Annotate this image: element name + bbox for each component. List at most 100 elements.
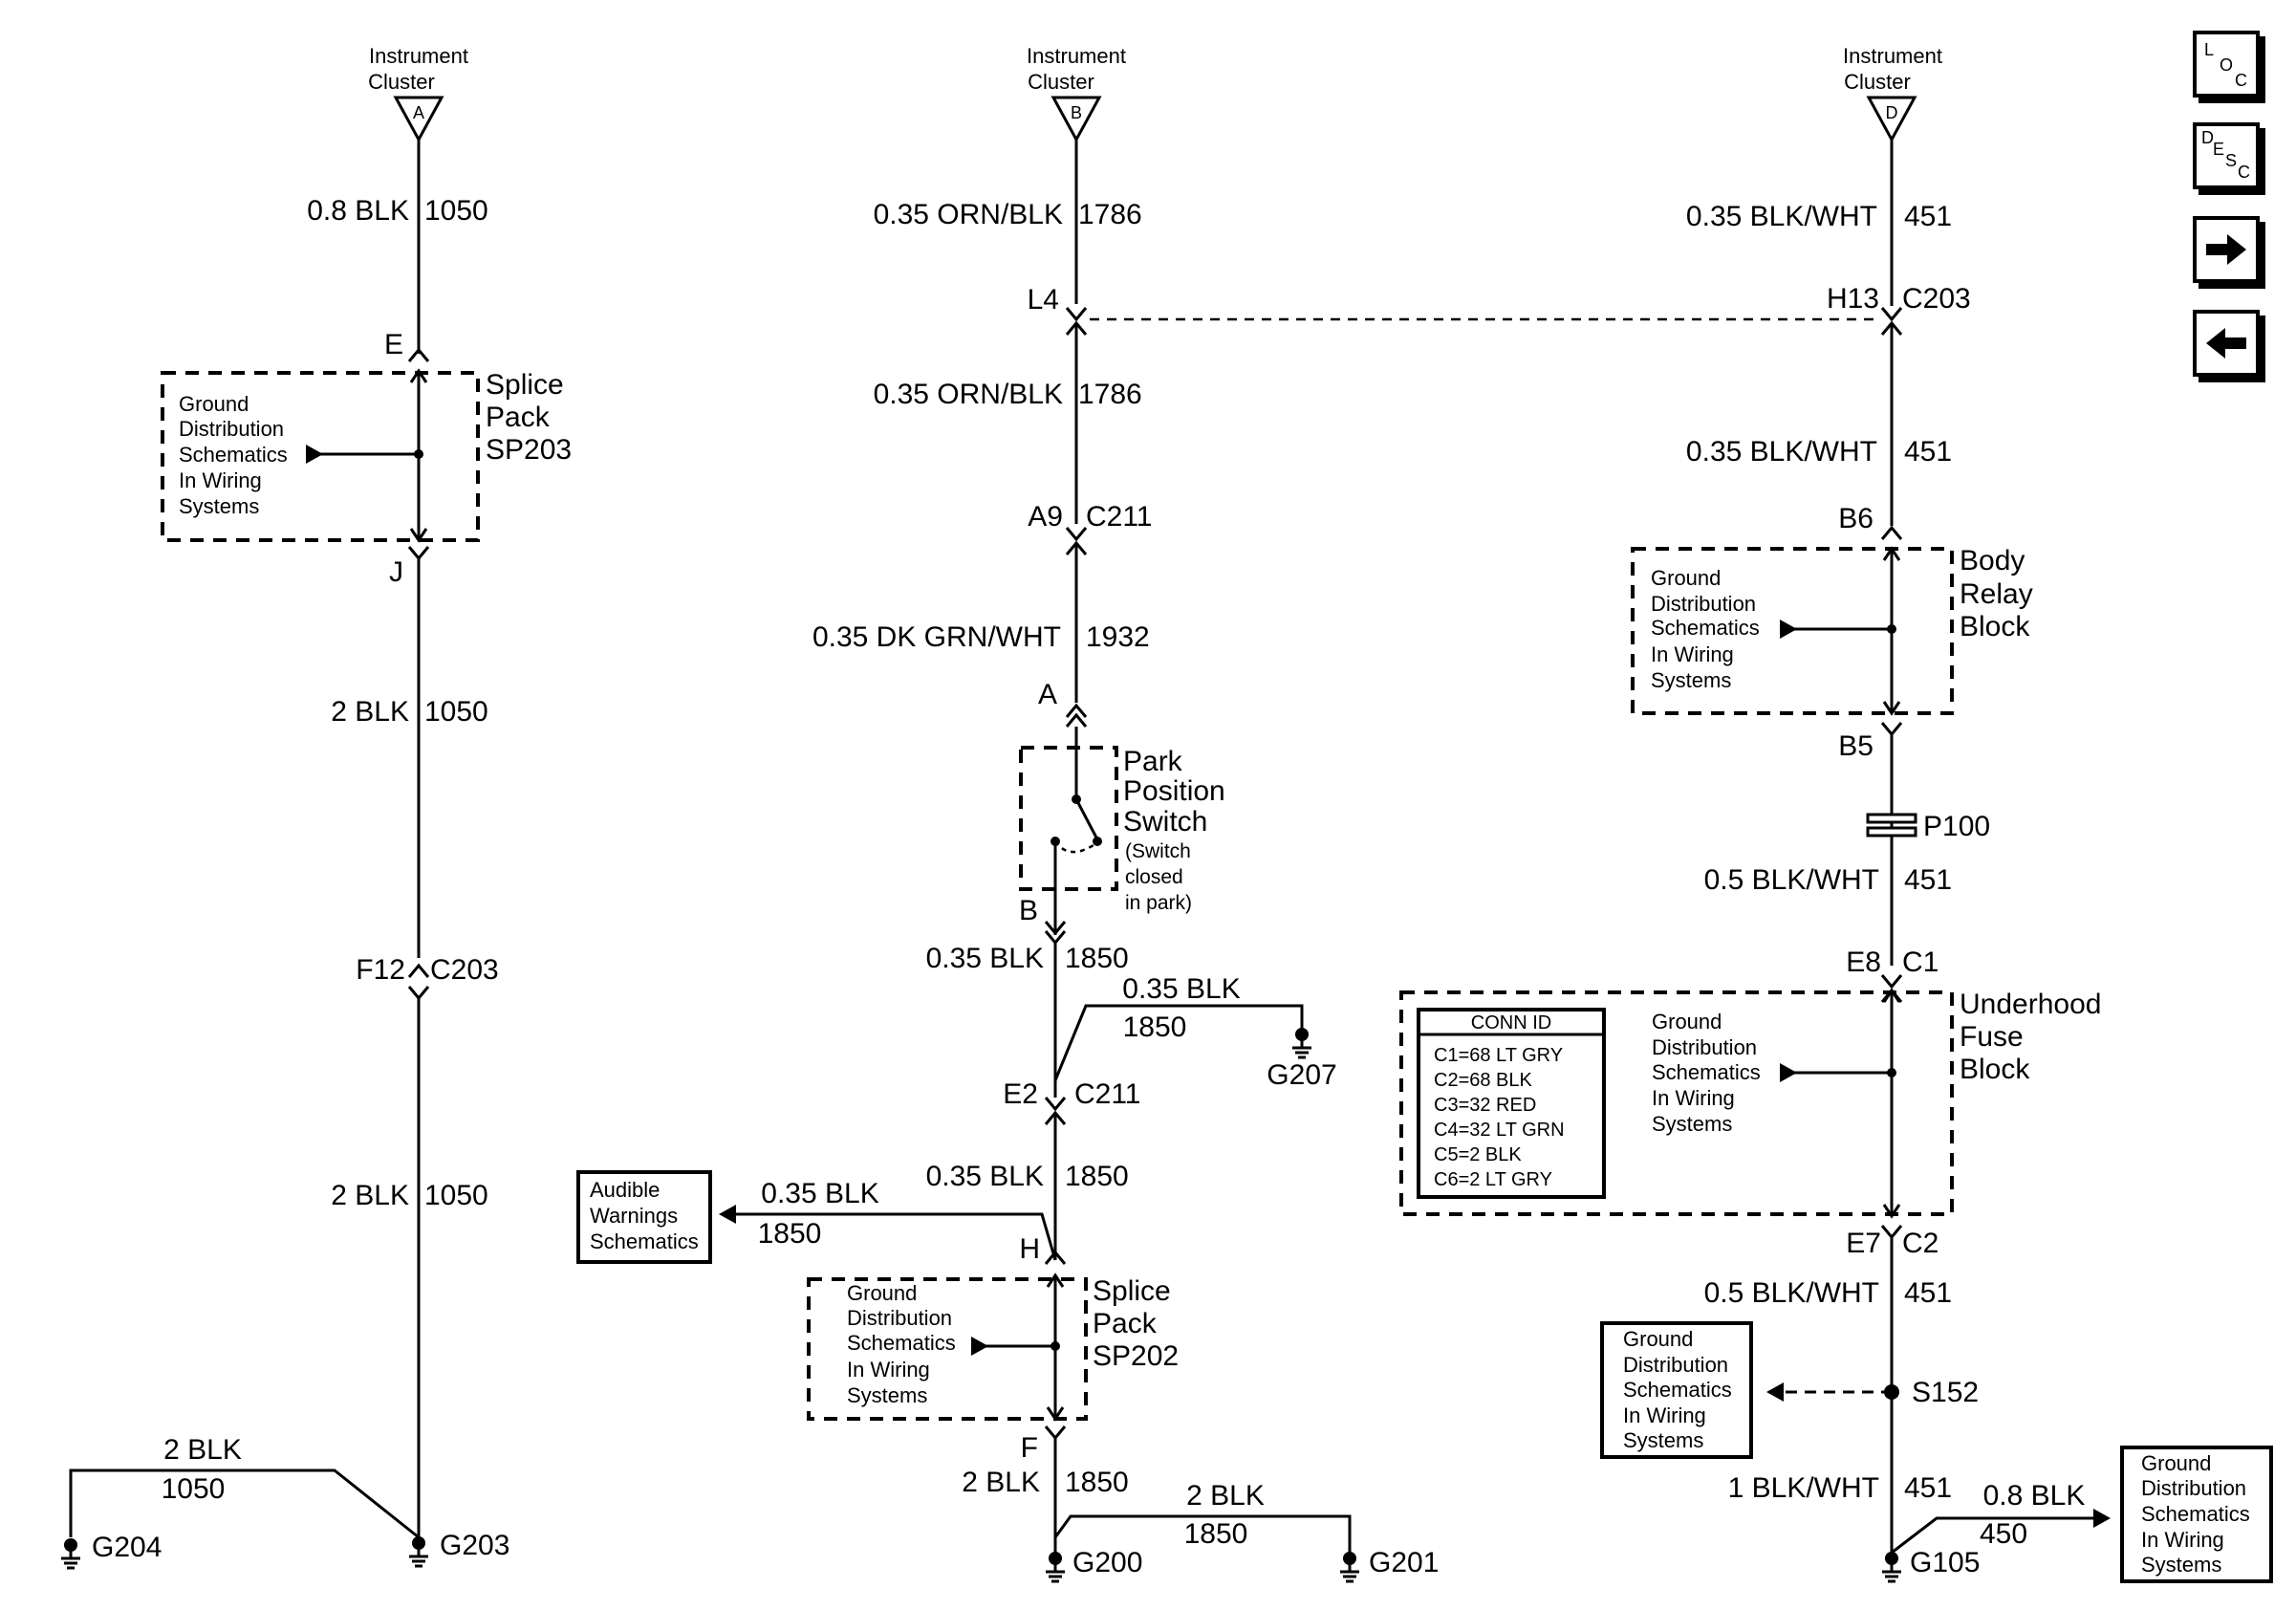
pin-a: A <box>1038 679 1057 710</box>
svg-text:In Wiring: In Wiring <box>847 1358 930 1382</box>
svg-text:C2=68 BLK: C2=68 BLK <box>1434 1070 1533 1091</box>
description-button[interactable]: D E S C <box>2193 122 2260 189</box>
svg-text:Block: Block <box>1960 611 2030 642</box>
wire-circuit: 1850 <box>758 1218 822 1250</box>
ground-distribution-ref[interactable]: Ground Distribution Schematics In Wiring… <box>1623 1327 1732 1452</box>
wire-gauge: 0.8 BLK <box>1983 1480 2086 1512</box>
svg-text:C5=2 BLK: C5=2 BLK <box>1434 1144 1522 1165</box>
left-arrow-icon <box>2206 328 2246 359</box>
instrument-cluster-label: Instrument <box>369 44 468 68</box>
svg-text:Underhood: Underhood <box>1960 989 2101 1020</box>
wire-gauge: 2 BLK <box>163 1434 242 1466</box>
svg-text:Distribution: Distribution <box>1623 1353 1728 1377</box>
ground-distribution-ref[interactable]: Ground Distribution Schematics In Wiring… <box>847 1281 956 1407</box>
wire-circuit: 1786 <box>1078 199 1142 230</box>
splice-pack-sp202-label: Splice Pack SP202 <box>1093 1275 1179 1372</box>
svg-text:SP202: SP202 <box>1093 1340 1179 1372</box>
connector-c1: C1 <box>1902 946 1939 978</box>
svg-text:Schematics: Schematics <box>1651 616 1760 640</box>
wire-gauge: 0.35 ORN/BLK <box>874 199 1063 230</box>
underhood-fuse-block-box <box>1399 990 1954 1216</box>
svg-text:Ground: Ground <box>179 392 249 416</box>
pin-e7: E7 <box>1846 1228 1881 1259</box>
wire-gauge: 2 BLK <box>1186 1480 1265 1512</box>
ground-distribution-ref-box[interactable] <box>2120 1446 2273 1583</box>
svg-text:C3=32 RED: C3=32 RED <box>1434 1095 1536 1116</box>
svg-text:In Wiring: In Wiring <box>2141 1528 2224 1552</box>
ground-distribution-ref[interactable]: Ground Distribution Schematics In Wiring… <box>179 392 288 518</box>
wire-circuit: 451 <box>1904 864 1952 896</box>
ground-g105: G105 <box>1910 1547 1980 1578</box>
conn-id-title: CONN ID <box>1471 1012 1551 1033</box>
pin-e8: E8 <box>1846 946 1881 978</box>
svg-text:Distribution: Distribution <box>2141 1476 2246 1500</box>
wire-gauge: 2 BLK <box>331 696 409 728</box>
connector-triangle-a <box>393 96 444 143</box>
ground-distribution-ref[interactable]: Ground Distribution Schematics In Wiring… <box>1652 1010 1761 1136</box>
location-button[interactable]: L O C <box>2193 31 2260 98</box>
svg-text:Schematics: Schematics <box>179 443 288 467</box>
instrument-cluster-label: Instrument <box>1027 44 1126 68</box>
pin-b5: B5 <box>1838 730 1874 762</box>
next-page-button[interactable] <box>2193 216 2260 283</box>
wire-circuit: 1850 <box>1065 943 1129 974</box>
svg-text:Block: Block <box>1960 1054 2030 1085</box>
ground-distribution-ref[interactable]: Ground Distribution Schematics In Wiring… <box>1651 566 1760 692</box>
pin-a9: A9 <box>1028 501 1063 533</box>
pin-e2: E2 <box>1003 1078 1038 1110</box>
audible-warnings-ref[interactable] <box>576 1170 712 1264</box>
ground-g204: G204 <box>92 1532 162 1563</box>
instrument-cluster-label: Instrument <box>1843 44 1942 68</box>
desc-letter-d: D <box>2201 128 2214 147</box>
wire-gauge: 2 BLK <box>962 1467 1040 1498</box>
previous-page-button[interactable] <box>2193 310 2260 377</box>
desc-letter-c: C <box>2238 163 2250 182</box>
wire-circuit: 451 <box>1904 1277 1952 1309</box>
cluster-label: Cluster <box>368 70 435 94</box>
wire-gauge: 0.35 BLK <box>926 1161 1044 1192</box>
svg-text:Ground: Ground <box>2141 1451 2211 1475</box>
wire-gauge: 0.35 BLK/WHT <box>1686 201 1877 232</box>
svg-text:Systems: Systems <box>2141 1553 2221 1577</box>
loc-letter-o: O <box>2220 55 2234 75</box>
svg-text:Pack: Pack <box>486 402 551 433</box>
column-instrument-cluster-a: Instrument Cluster A 0.8 BLK 1050 E Grou… <box>59 44 572 1570</box>
ground-distribution-ref-box[interactable] <box>1600 1321 1753 1459</box>
pin-j: J <box>389 556 403 588</box>
desc-letter-e: E <box>2213 140 2225 159</box>
connector-c211: C211 <box>1074 1078 1141 1110</box>
wire-circuit: 451 <box>1904 201 1952 232</box>
pin-b: B <box>1019 895 1038 926</box>
svg-text:Position: Position <box>1123 775 1225 807</box>
svg-text:Systems: Systems <box>1652 1112 1732 1136</box>
loc-letter-l: L <box>2204 40 2215 59</box>
connector-c211: C211 <box>1086 501 1153 533</box>
wire-circuit: 1786 <box>1078 379 1142 410</box>
svg-text:closed: closed <box>1125 866 1183 888</box>
wire-circuit: 450 <box>1980 1518 2027 1550</box>
pin-l4: L4 <box>1028 284 1059 315</box>
svg-text:Schematics: Schematics <box>2141 1502 2250 1526</box>
wire-gauge: 2 BLK <box>331 1180 409 1211</box>
wire-circuit: 451 <box>1904 436 1952 468</box>
connector-d-label: D <box>1886 103 1898 122</box>
pin-b6: B6 <box>1838 503 1874 534</box>
svg-text:In Wiring: In Wiring <box>1651 642 1734 666</box>
wire-gauge: 0.5 BLK/WHT <box>1704 864 1879 896</box>
svg-text:SP203: SP203 <box>486 434 572 466</box>
connector-c203: C203 <box>430 954 499 986</box>
conn-id-table <box>1417 1008 1606 1199</box>
wire-circuit: 1050 <box>162 1473 226 1505</box>
splice-pack-sp202-box <box>807 1277 1088 1421</box>
wire-gauge: 0.35 BLK <box>926 943 1044 974</box>
svg-text:Fuse: Fuse <box>1960 1021 2024 1053</box>
ground-distribution-ref[interactable]: Ground Distribution Schematics In Wiring… <box>2141 1451 2250 1577</box>
wire-gauge: 0.35 ORN/BLK <box>874 379 1063 410</box>
cluster-label: Cluster <box>1028 70 1094 94</box>
svg-text:Pack: Pack <box>1093 1308 1158 1339</box>
pass-through-p100: P100 <box>1923 811 1990 842</box>
splice-pack-sp203-label: Splice Pack SP203 <box>486 369 572 466</box>
wire-circuit: 1850 <box>1184 1518 1248 1550</box>
right-arrow-icon <box>2206 234 2246 265</box>
svg-text:Schematics: Schematics <box>847 1331 956 1355</box>
